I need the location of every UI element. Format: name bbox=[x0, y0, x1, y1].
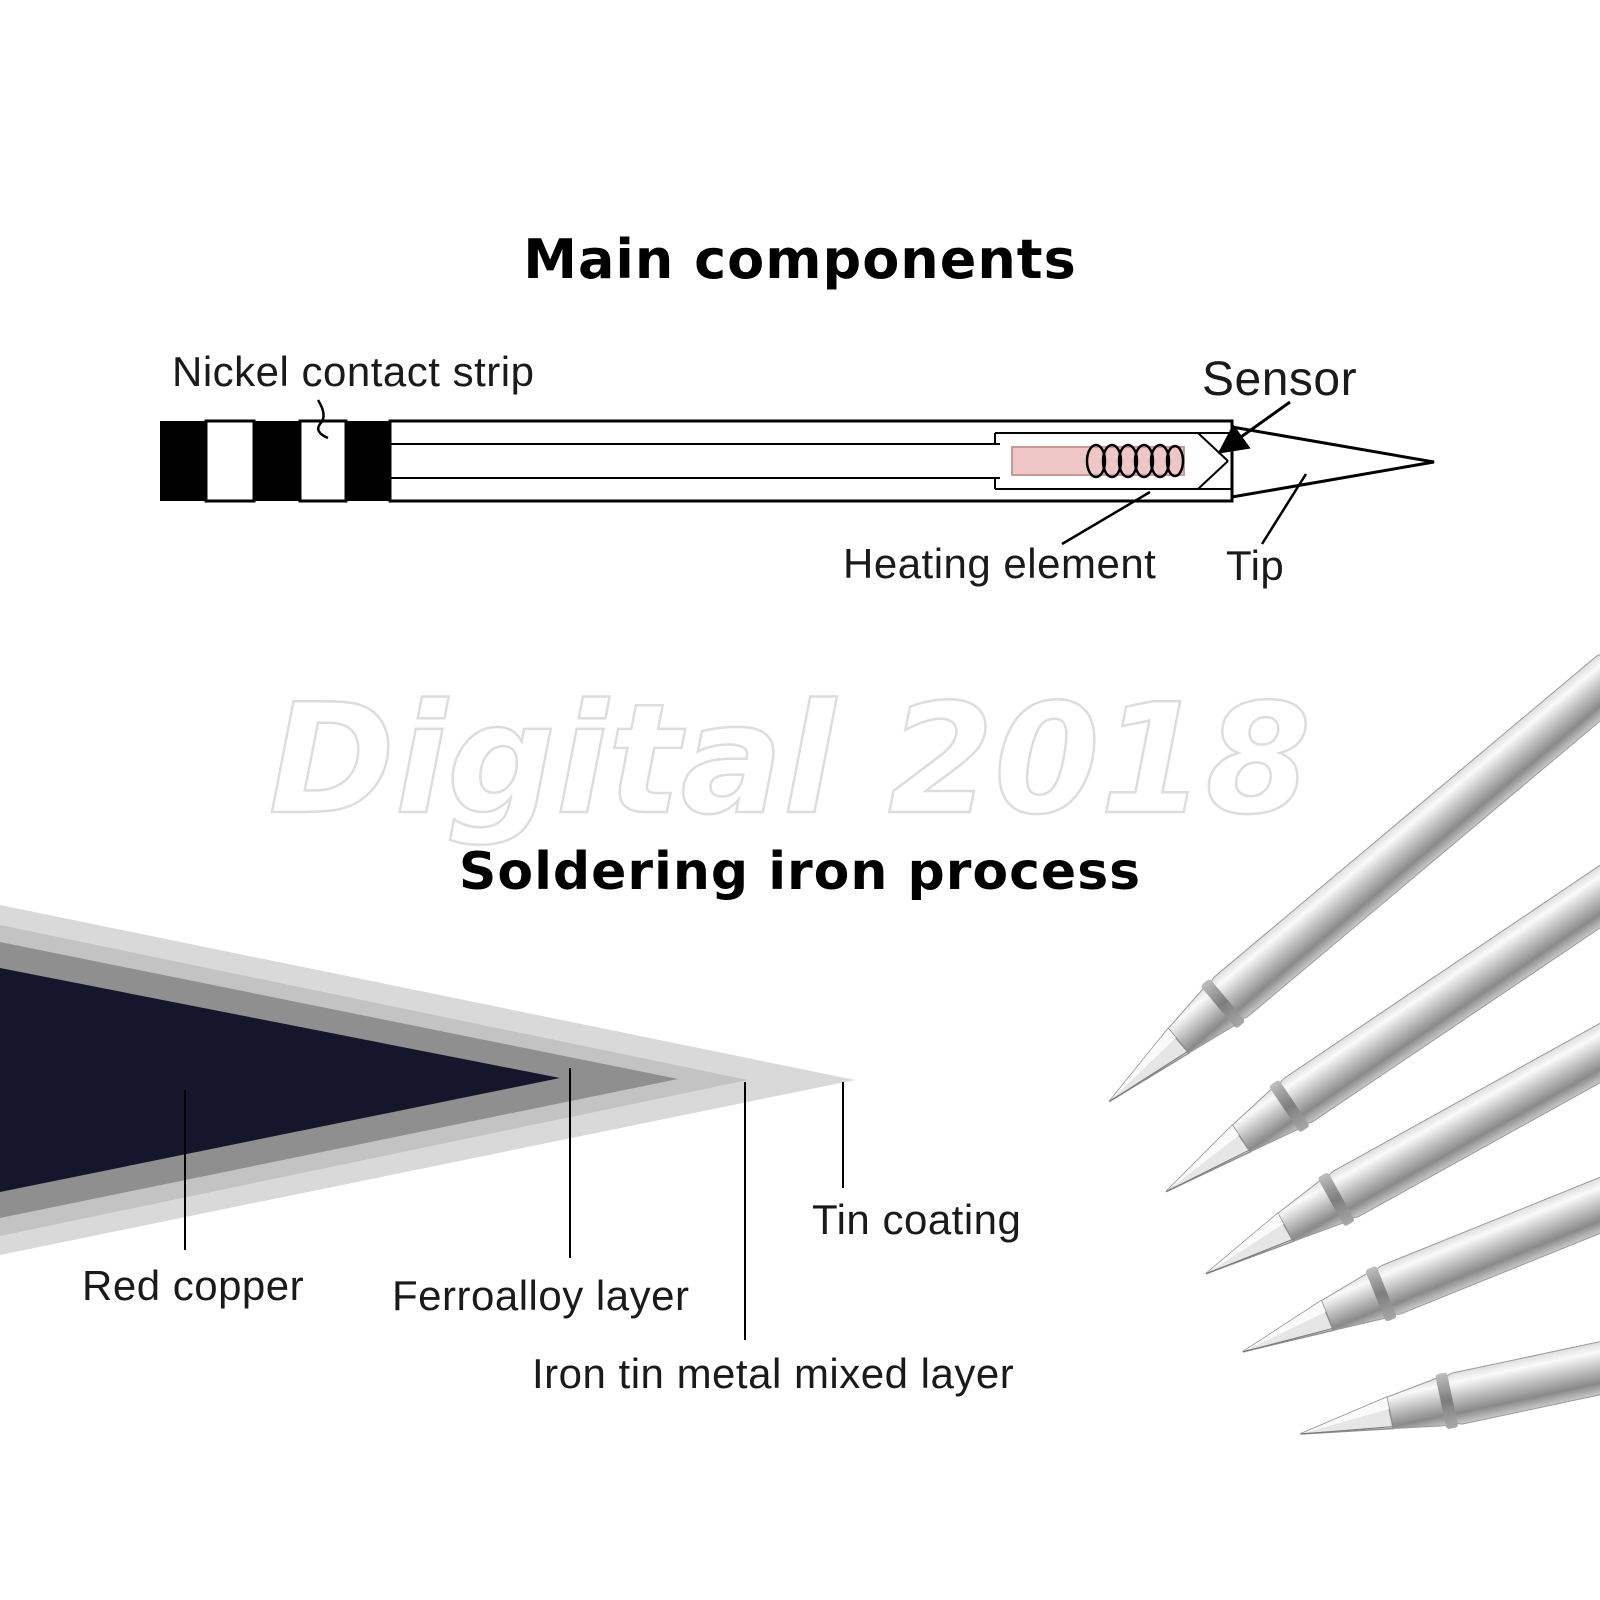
heating-element-shape bbox=[1011, 446, 1185, 476]
soldering-tip-5 bbox=[1300, 1269, 1600, 1435]
contact-band bbox=[160, 421, 206, 501]
section-title-main-components: Main components bbox=[523, 228, 1077, 291]
soldering-tip-3 bbox=[1205, 928, 1600, 1275]
iron-tip-shape bbox=[1230, 425, 1435, 499]
layer-red-copper-core bbox=[0, 968, 560, 1192]
contact-band bbox=[346, 421, 390, 501]
label-sensor: Sensor bbox=[1202, 353, 1358, 406]
contact-gap bbox=[298, 419, 348, 503]
section-title-soldering-process: Soldering iron process bbox=[458, 842, 1142, 902]
soldering-tip-4 bbox=[1242, 1078, 1600, 1353]
label-tip: Tip bbox=[1226, 542, 1285, 589]
soldering-tip-1 bbox=[1108, 653, 1600, 1103]
heating-coil bbox=[1085, 443, 1185, 479]
watermark: Digital 2018 bbox=[269, 671, 1311, 848]
contact-band bbox=[254, 421, 300, 501]
iron-body-diagram bbox=[160, 419, 1435, 503]
label-nickel-contact-strip: Nickel contact strip bbox=[172, 348, 535, 395]
label-ferroalloy-layer: Ferroalloy layer bbox=[392, 1272, 690, 1319]
label-red-copper: Red copper bbox=[82, 1262, 305, 1309]
leader-lines-bottom bbox=[184, 1068, 844, 1340]
contact-gap bbox=[204, 419, 256, 503]
label-iron-tin-mixed-layer: Iron tin metal mixed layer bbox=[532, 1350, 1015, 1397]
tip-layer-cross-section bbox=[0, 905, 855, 1255]
soldering-tip-2 bbox=[1165, 797, 1600, 1193]
label-tin-coating: Tin coating bbox=[812, 1196, 1022, 1243]
label-heating-element: Heating element bbox=[843, 540, 1157, 587]
leader-lines-top bbox=[316, 399, 1308, 546]
